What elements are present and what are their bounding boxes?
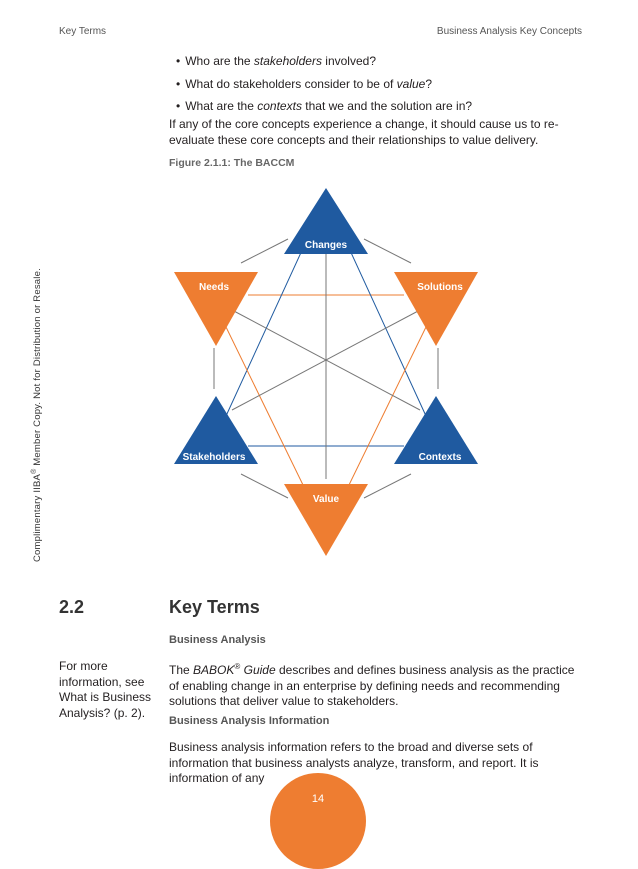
definition-text: The: [169, 663, 194, 677]
figure-caption: Figure 2.1.1: The BACCM: [169, 157, 295, 169]
baccm-diagram: Changes Needs Solutions Stakeholders Con…: [174, 188, 478, 556]
copyright-text-start: Complimentary IIBA: [32, 473, 44, 562]
running-header-left: Key Terms: [59, 26, 107, 37]
information-paragraph: Business analysis information refers to …: [169, 740, 539, 785]
connector-line: [363, 238, 412, 264]
list-item: What do stakeholders consider to be of v…: [176, 75, 472, 98]
bullet-emphasis: contexts: [257, 99, 302, 113]
connector-line: [347, 326, 427, 488]
copyright-text-end: Member Copy. Not for Distribution or Res…: [32, 268, 44, 469]
intro-paragraph: If any of the core concepts experience a…: [169, 117, 559, 147]
bullet-text: ?: [425, 76, 433, 91]
changes-triangle: [284, 188, 368, 254]
guide-title: Guide: [240, 663, 276, 677]
bullet-text: What do stakeholders consider to be of: [185, 76, 397, 91]
bullet-emphasis: value: [396, 76, 426, 91]
value-label: Value: [313, 494, 340, 505]
business-analysis-definition: The BABOK® Guide describes and defines b…: [169, 659, 585, 710]
stakeholders-triangle: [174, 396, 258, 464]
registered-mark: ®: [234, 662, 241, 671]
stakeholders-label: Stakeholders: [183, 452, 246, 463]
changes-label: Changes: [305, 240, 348, 251]
sidenote: For more information, see What is Busine…: [59, 659, 152, 720]
information-heading: Business Analysis Information: [169, 715, 330, 727]
business-analysis-heading: Business Analysis: [169, 634, 266, 646]
solutions-triangle: [394, 272, 478, 346]
connector-line: [240, 473, 289, 499]
question-list: Who are the stakeholders involved? What …: [176, 52, 472, 120]
vertical-copyright-notice: Complimentary IIBA® Member Copy. Not for…: [31, 268, 43, 562]
connector-line: [225, 326, 305, 488]
contexts-label: Contexts: [419, 452, 462, 463]
needs-label: Needs: [199, 282, 229, 293]
running-header-right: Business Analysis Key Concepts: [436, 26, 582, 37]
value-triangle: [284, 484, 368, 556]
bullet-text: involved?: [321, 54, 376, 68]
bullet-text: Who are the: [185, 54, 254, 68]
bullet-text: What are the: [185, 99, 258, 113]
section-title: Key Terms: [169, 597, 260, 617]
bullet-emphasis: stakeholders: [253, 54, 322, 68]
connector-line: [240, 238, 289, 264]
contexts-triangle: [394, 396, 478, 464]
definition-text: describes and defines business analysis …: [169, 663, 575, 708]
babok-title: BABOK: [193, 663, 235, 677]
bullet-text: that we and the solution are in?: [301, 99, 473, 113]
registered-mark: ®: [31, 468, 38, 474]
page-number-tab: [270, 773, 366, 869]
connector-line: [347, 245, 427, 417]
list-item: Who are the stakeholders involved?: [176, 52, 472, 75]
needs-triangle: [174, 272, 258, 346]
list-item: What are the contexts that we and the so…: [176, 97, 472, 120]
solutions-label: Solutions: [417, 282, 463, 293]
connector-line: [231, 309, 421, 411]
connector-line: [363, 473, 412, 499]
section-number: 2.2: [59, 597, 85, 617]
page-number: 14: [311, 793, 325, 805]
connector-line: [225, 245, 305, 417]
